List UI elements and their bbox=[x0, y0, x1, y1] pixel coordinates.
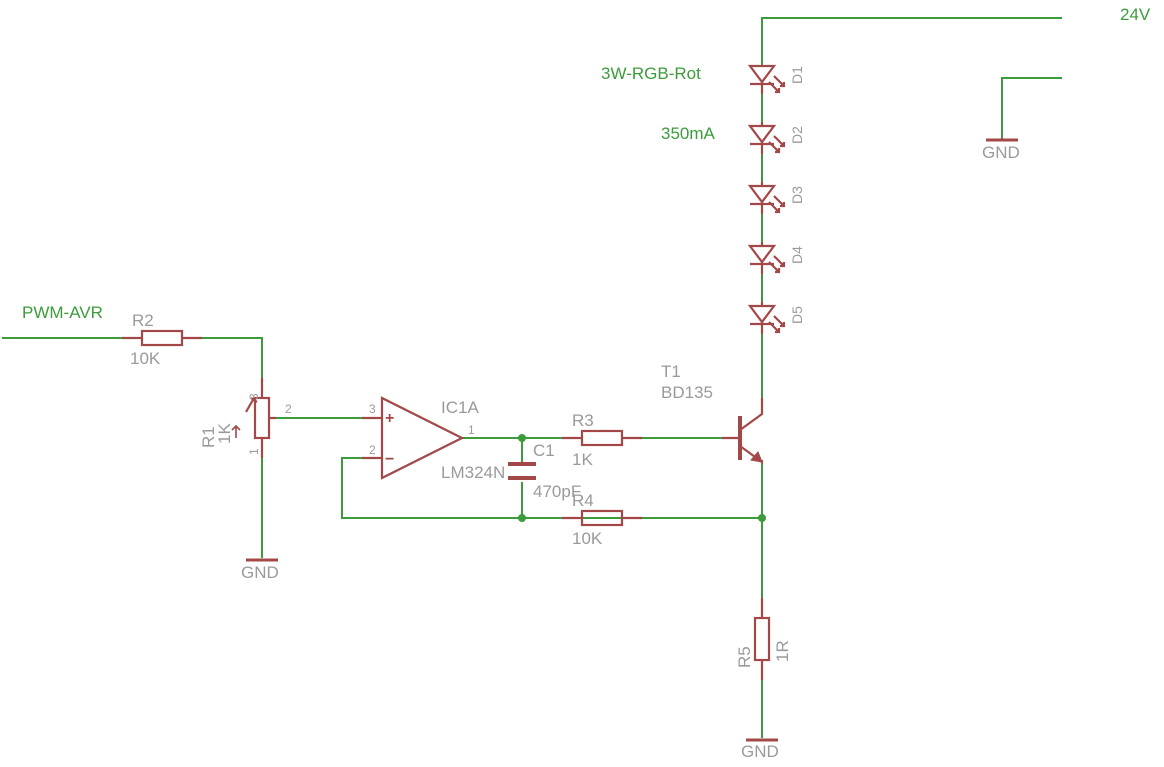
led-d5[interactable] bbox=[747, 302, 786, 334]
potentiometer-r1[interactable] bbox=[231, 378, 276, 458]
ic1a-pin3: 3 bbox=[369, 402, 376, 416]
junction-output bbox=[518, 434, 526, 442]
resistor-r2[interactable] bbox=[122, 329, 202, 347]
r3-value: 1K bbox=[572, 450, 593, 469]
t1-emitter-arrow bbox=[750, 451, 763, 463]
junction-feedback bbox=[518, 514, 526, 522]
net-label-pwm: PWM-AVR bbox=[22, 303, 103, 322]
resistor-r4[interactable] bbox=[562, 509, 642, 527]
wires bbox=[2, 17, 1062, 738]
wire-24v-supply bbox=[761, 17, 1062, 62]
net-label-24v: 24V bbox=[1120, 5, 1151, 24]
annotation-led-type: 3W-RGB-Rot bbox=[601, 64, 701, 83]
c1-name: C1 bbox=[533, 441, 555, 460]
r1-pin3: 3 bbox=[247, 393, 261, 400]
r1-name: R1 bbox=[199, 426, 218, 448]
gnd-label-top: GND bbox=[982, 143, 1020, 162]
wire-r2-r1 bbox=[202, 337, 263, 378]
ic1a-pin2: 2 bbox=[369, 443, 376, 457]
led-d1-arrows bbox=[773, 75, 786, 88]
t1-value: BD135 bbox=[661, 383, 713, 402]
led-d2[interactable] bbox=[747, 122, 786, 154]
capacitor-c1[interactable] bbox=[508, 462, 536, 480]
transistor-t1[interactable] bbox=[722, 398, 764, 465]
led-d1[interactable] bbox=[747, 62, 786, 94]
ic1a-name: IC1A bbox=[441, 398, 479, 417]
r2-value: 10K bbox=[130, 349, 161, 368]
annotation-led-current: 350mA bbox=[661, 124, 716, 143]
gnd-label-pot: GND bbox=[241, 563, 279, 582]
junctions bbox=[518, 434, 766, 522]
led-d1-label: D1 bbox=[789, 66, 805, 84]
r5-value: 1R bbox=[773, 640, 792, 662]
led-d2-label: D2 bbox=[789, 126, 805, 144]
r1-adjust-arrow bbox=[231, 424, 241, 438]
wire-feedback bbox=[341, 457, 762, 519]
junction-emitter bbox=[758, 514, 766, 522]
resistor-r5[interactable] bbox=[753, 598, 771, 680]
r4-value: 10K bbox=[572, 529, 603, 548]
r1-pin1: 1 bbox=[247, 448, 261, 455]
resistor-r3[interactable] bbox=[562, 429, 642, 447]
r1-pin2: 2 bbox=[285, 402, 292, 416]
led-d1-body bbox=[747, 64, 777, 84]
ic1a-minus-sign: − bbox=[385, 451, 394, 468]
led-d4[interactable] bbox=[747, 242, 786, 274]
led-d3-label: D3 bbox=[789, 186, 805, 204]
r5-name: R5 bbox=[735, 646, 754, 668]
ic1a-value: LM324N bbox=[441, 463, 505, 482]
opamp-ic1a[interactable] bbox=[362, 396, 465, 480]
r1-value: 1K bbox=[215, 423, 234, 444]
r2-name: R2 bbox=[132, 311, 154, 330]
wire-gnd-top bbox=[1001, 77, 1062, 138]
r4-name: R4 bbox=[572, 491, 594, 510]
led-d5-label: D5 bbox=[789, 306, 805, 324]
ic1a-plus-sign: + bbox=[385, 410, 394, 427]
ic1a-pin1: 1 bbox=[468, 423, 475, 437]
c1-value: 470pF bbox=[533, 482, 581, 501]
led-d3[interactable] bbox=[747, 182, 786, 214]
gnd-symbol-top bbox=[986, 138, 1018, 142]
t1-name: T1 bbox=[661, 362, 681, 381]
led-d4-label: D4 bbox=[789, 246, 805, 264]
gnd-label-shunt: GND bbox=[741, 742, 779, 761]
r3-name: R3 bbox=[572, 411, 594, 430]
